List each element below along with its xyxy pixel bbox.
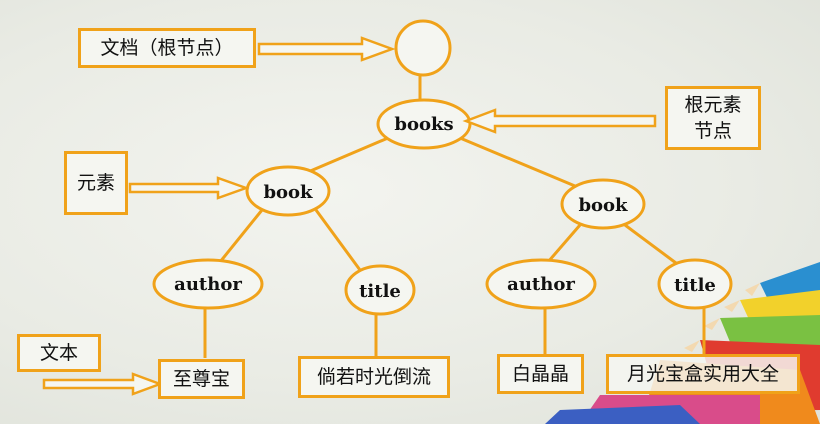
connector-books-book-left xyxy=(307,136,389,174)
node-author-left: author xyxy=(152,258,264,310)
annotation-arrows xyxy=(42,36,657,396)
arrow-to-element xyxy=(128,176,250,200)
annotation-element: 元素 xyxy=(64,151,128,215)
text-node-left-title: 倘若时光倒流 xyxy=(298,356,450,398)
node-title-right-label: title xyxy=(674,275,716,296)
connector-books-book-right xyxy=(459,136,576,188)
connector-book-title-left xyxy=(314,209,362,271)
node-books-label: books xyxy=(394,114,453,135)
connector-book-title-right xyxy=(624,223,681,268)
text-node-right-title: 月光宝盒实用大全 xyxy=(606,354,800,394)
arrow-to-root-element xyxy=(462,108,657,134)
annotation-root-element-line2: 节点 xyxy=(693,120,732,142)
node-book-right-label: book xyxy=(578,195,628,216)
node-title-right: title xyxy=(657,258,733,310)
node-book-left: book xyxy=(245,165,331,217)
node-author-right: author xyxy=(485,258,597,310)
annotation-root-element-line1: 根元素 xyxy=(684,94,742,116)
connector-book-author-right xyxy=(546,224,582,263)
document-root-circle xyxy=(394,19,452,77)
arrow-to-text xyxy=(42,372,164,396)
node-author-right-label: author xyxy=(507,274,575,295)
node-book-left-label: book xyxy=(263,182,313,203)
text-node-right-author: 白晶晶 xyxy=(497,354,584,394)
tree-connectors xyxy=(203,76,706,358)
annotation-text: 文本 xyxy=(17,334,101,372)
node-title-left-label: title xyxy=(359,281,401,302)
text-node-left-author: 至尊宝 xyxy=(158,359,245,399)
arrow-to-document xyxy=(257,36,396,62)
node-books: books xyxy=(376,98,472,150)
annotation-root-element: 根元素 节点 xyxy=(665,86,761,150)
node-title-left: title xyxy=(344,264,416,316)
connector-book-author-left xyxy=(218,209,264,263)
node-author-left-label: author xyxy=(174,274,242,295)
node-book-right: book xyxy=(560,178,646,230)
annotation-document: 文档（根节点） xyxy=(78,28,256,68)
